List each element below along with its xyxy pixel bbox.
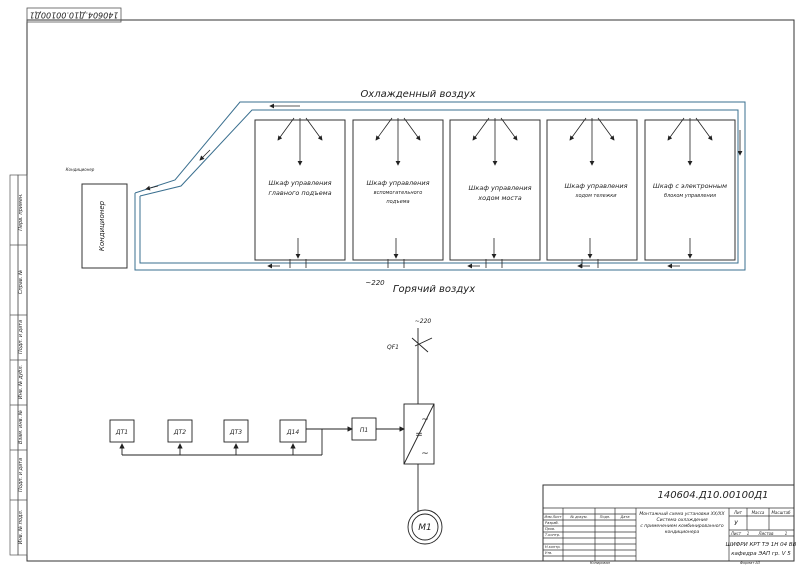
col-header: Лит	[733, 510, 743, 515]
supply-label: ~220	[415, 318, 432, 325]
header-cell: Изм.Лист	[544, 515, 562, 519]
sheet-cell: 1	[747, 531, 750, 536]
sheet-cell: 1	[785, 531, 788, 536]
sheet-cell: Лист	[730, 531, 742, 536]
side-stamp-label: Взам. инв. №	[18, 410, 24, 444]
cabinet-label: Шкаф управления	[366, 179, 429, 187]
top-stamp-text: 140604.Д10.00100Д1	[30, 11, 119, 20]
breaker-label: QF1	[387, 344, 399, 351]
top-stamp-box	[26, 7, 122, 23]
airflow-arrow	[305, 117, 323, 141]
cabinet-label: ходом тележки	[575, 193, 618, 199]
doc-number: 140604.Д10.00100Д1	[657, 490, 768, 501]
controller-label: П1	[360, 427, 368, 434]
sensor-box	[167, 419, 193, 443]
converter-dc-symbol: =	[415, 430, 423, 440]
cold-air-label: Охлажденный воздух	[360, 89, 475, 100]
title-line: Монтажный схема установки ХХ/ХХ	[639, 511, 725, 517]
airflow-arrows	[277, 117, 713, 166]
role-label: Разраб.	[545, 521, 559, 525]
cabinet-label: блоком управления	[664, 193, 716, 199]
electrical-circuit	[109, 328, 443, 545]
col-header: Масштаб	[771, 510, 791, 515]
cabinet-label: подъема	[386, 199, 409, 205]
duct-outer	[134, 101, 746, 271]
breaker-symbol	[411, 337, 429, 353]
cabinet-label: главного подъема	[268, 189, 331, 197]
sensor-box	[279, 419, 307, 443]
conditioner-small-label: Кондиционер	[66, 167, 95, 172]
airflow-arrow	[472, 117, 490, 141]
cabinet-label: Шкаф управления	[268, 179, 331, 187]
converter-ac-out-symbol: ~	[421, 449, 429, 459]
airflow-arrow	[277, 117, 295, 141]
cabinet-label: Шкаф управления	[468, 184, 531, 192]
voltage-label: ~220	[365, 279, 385, 287]
side-stamp-label: Перв. примен.	[18, 193, 24, 231]
duct-flow-arrows	[145, 103, 743, 269]
role-label: Н.контр.	[545, 545, 561, 549]
title-block	[542, 484, 795, 562]
header-cell: Дата	[619, 515, 629, 519]
conditioner-box	[81, 183, 128, 269]
cabinet-label: Шкаф с электронным	[653, 182, 727, 190]
sensor-label: Д14	[286, 429, 300, 436]
airflow-arrow	[667, 117, 685, 141]
cabinet-outlets	[289, 238, 693, 268]
side-stamp-label: Инв. № подл.	[18, 510, 24, 545]
sensor-label: ДТ1	[115, 429, 128, 436]
cabinet-label: вспомогательного	[374, 190, 423, 196]
title-line: с применением комбинированного	[640, 523, 723, 529]
title-line: Система охлаждения	[656, 517, 707, 523]
motor-label: М1	[418, 523, 432, 533]
header-cell: Подп.	[600, 515, 611, 519]
sheet-cell: Листов	[758, 531, 775, 536]
airflow-arrow	[569, 117, 587, 141]
org-line: ШИФРИ КРТ ТЭ 1Н 04 ВВ	[726, 542, 797, 548]
col-header: Масса	[752, 510, 765, 515]
converter-ac-symbol: ~	[421, 415, 429, 425]
conditioner-label: Кондиционер	[98, 200, 106, 251]
role-label: Т.контр.	[545, 533, 560, 537]
sensor-box	[223, 419, 249, 443]
airflow-arrow	[597, 117, 615, 141]
sensor-box	[109, 419, 135, 443]
duct-inner	[139, 109, 739, 264]
airflow-arrow	[375, 117, 393, 141]
role-label: Утв.	[545, 551, 552, 555]
role-label: Пров.	[545, 527, 555, 531]
side-stamp-label: Подп. и дата	[18, 320, 24, 354]
airflow-arrow	[500, 117, 518, 141]
side-stamp-label: Справ. №	[18, 270, 24, 294]
lit-value: У	[734, 520, 738, 527]
side-stamp-column: Перв. примен. Справ. № Подп. и дата Инв.…	[9, 174, 28, 556]
org-line: кафедра ЭАП гр. V 5	[731, 551, 791, 557]
cabinets: Шкаф управления главного подъема Шкаф уп…	[254, 119, 736, 261]
copied-label: Копировал	[590, 561, 611, 565]
cabinet-label: Шкаф управления	[564, 182, 627, 190]
sensor-label: ДТ3	[229, 429, 242, 436]
hot-air-label: Горячий воздух	[393, 284, 475, 295]
format-label: Формат А3	[740, 561, 760, 565]
cabinet-label: ходом моста	[477, 194, 522, 202]
airflow-arrow	[403, 117, 421, 141]
air-duct-diagram	[134, 101, 746, 271]
title-line: кондиционера	[665, 530, 700, 535]
side-stamp-label: Инв. № дубл.	[18, 365, 24, 399]
side-stamp-label: Подп. и дата	[18, 458, 24, 492]
airflow-arrow	[695, 117, 713, 141]
header-cell: № докум.	[569, 515, 587, 519]
sensor-label: ДТ2	[173, 429, 186, 436]
